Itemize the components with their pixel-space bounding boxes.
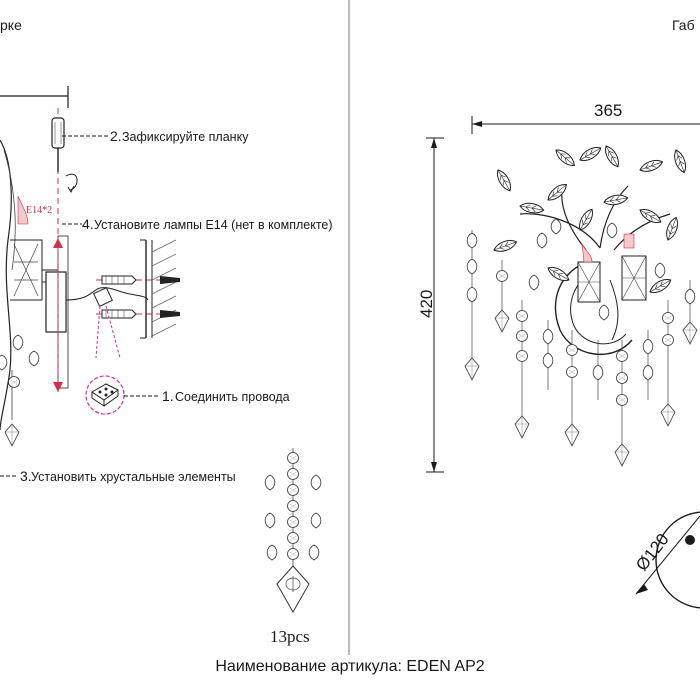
step-4-label: Установите лампы E14 (нет в комплекте) bbox=[94, 218, 333, 232]
step-3-label: Установить хрустальные элементы bbox=[31, 470, 236, 484]
step-1-label: Соединить провода bbox=[175, 390, 290, 404]
width-dimension-label: 365 bbox=[594, 101, 622, 120]
step-1-number: 1. bbox=[162, 388, 174, 404]
step-2-label: Зафиксируйте планку bbox=[122, 130, 249, 144]
height-dimension-label: 420 bbox=[417, 290, 436, 318]
right-header-fragment: Габ bbox=[672, 17, 695, 33]
article-name: Наименование артикула: EDEN AP2 bbox=[215, 658, 485, 675]
crystal-strand-illustration bbox=[264, 448, 322, 614]
step-4-number: 4. bbox=[82, 216, 94, 232]
step-2-number: 2. bbox=[110, 128, 122, 144]
dimension-drawing bbox=[426, 116, 700, 609]
lamp-label: E14*2 bbox=[26, 205, 52, 216]
crystal-count: 13pcs bbox=[270, 627, 310, 646]
left-header-fragment: рке bbox=[0, 17, 22, 33]
step-3-number: 3. bbox=[20, 468, 32, 484]
left-assembly-drawing bbox=[0, 86, 180, 477]
